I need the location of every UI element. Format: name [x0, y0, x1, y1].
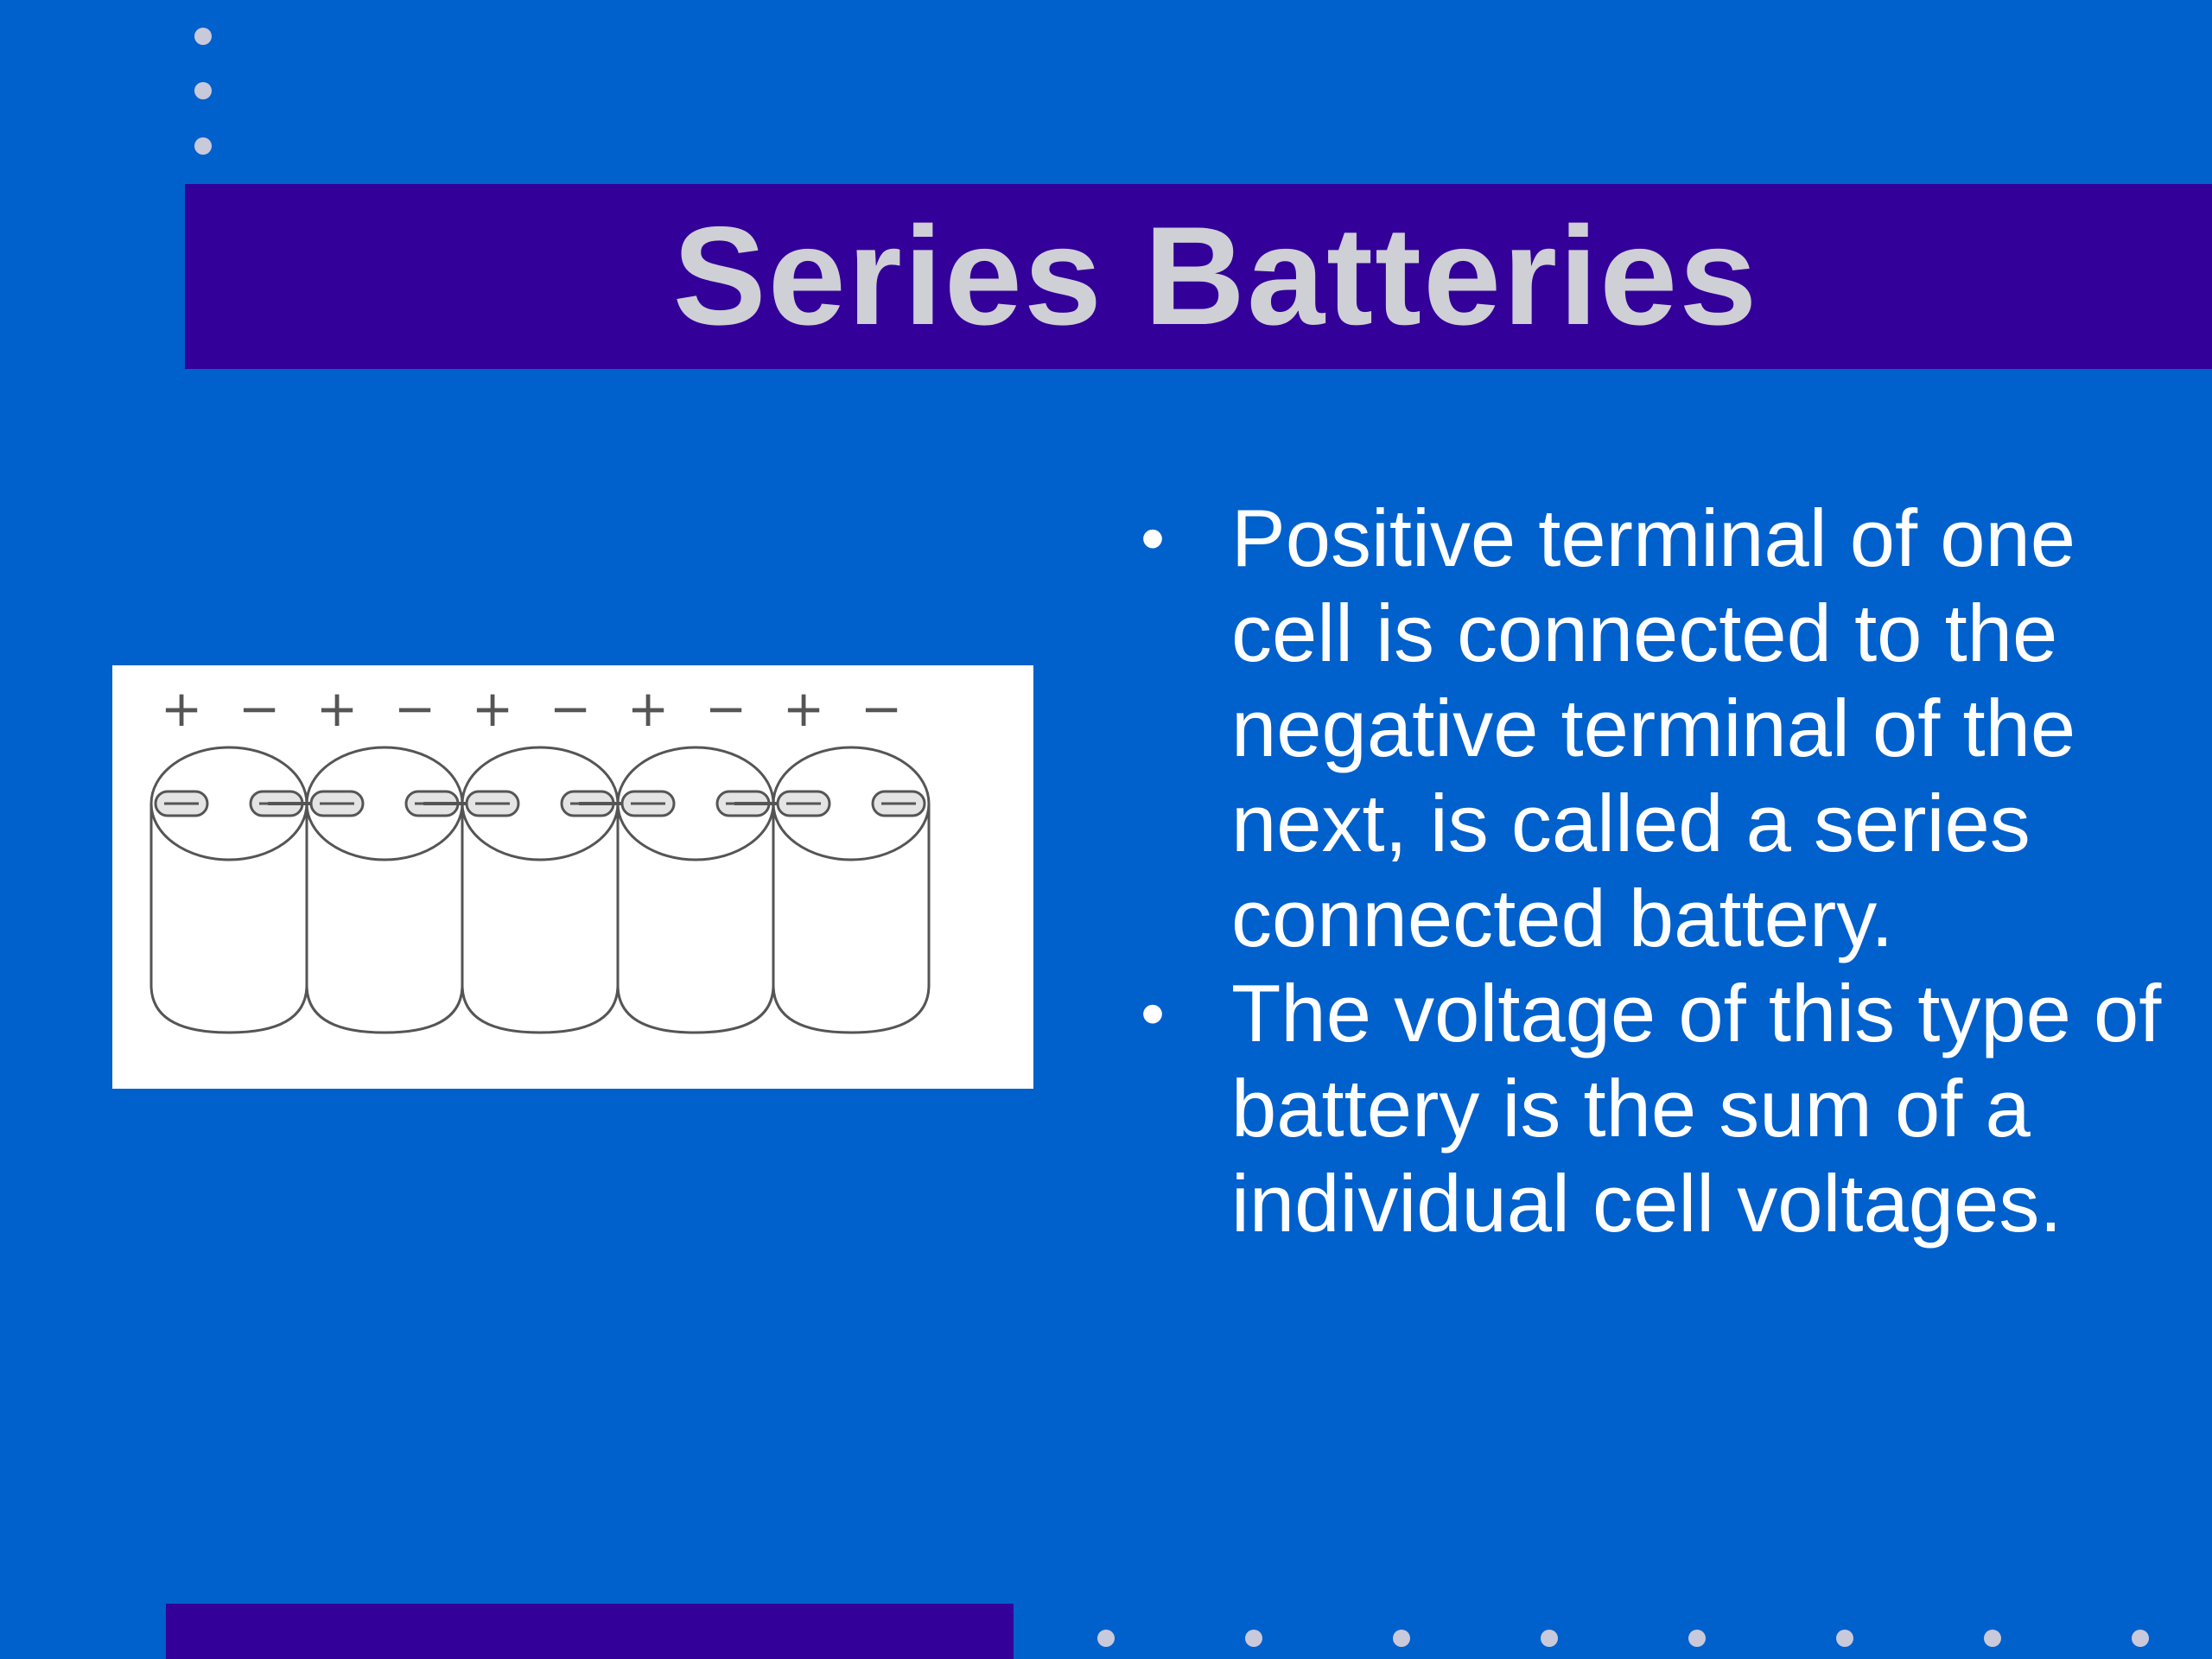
- slide-title: Series Batteries: [672, 198, 1759, 354]
- bullet-item: • The voltage of this type of battery is…: [1141, 966, 2177, 1251]
- plus-sign: +: [627, 679, 670, 738]
- battery-cell-body: [616, 804, 775, 1034]
- decor-dot: [1393, 1630, 1410, 1647]
- minus-sign: −: [394, 679, 436, 738]
- bullet-list: • Positive terminal of one cell is conne…: [1141, 491, 2177, 1251]
- bullet-text: The voltage of this type of battery is t…: [1231, 968, 2162, 1249]
- bullet-dot-icon: •: [1141, 975, 1166, 1052]
- decor-dot: [2132, 1630, 2149, 1647]
- series-battery-illustration: +−+−+−+−+−: [112, 665, 1033, 1089]
- decor-dot: [194, 82, 212, 99]
- decor-dot: [194, 28, 212, 45]
- battery-cell-body: [305, 804, 464, 1034]
- minus-sign: −: [238, 679, 281, 738]
- decor-dot: [1836, 1630, 1853, 1647]
- plus-sign: +: [783, 679, 825, 738]
- plus-sign: +: [316, 679, 359, 738]
- decor-dot: [1984, 1630, 2001, 1647]
- decor-dot: [1245, 1630, 1262, 1647]
- bullet-dot-icon: •: [1141, 499, 1166, 576]
- decor-dot: [1097, 1630, 1115, 1647]
- title-bar: Series Batteries: [185, 184, 2212, 369]
- battery-diagram: +−+−+−+−+−: [149, 679, 931, 1034]
- minus-sign: −: [861, 679, 903, 738]
- plus-sign: +: [472, 679, 514, 738]
- bottom-accent-bar: [166, 1604, 1014, 1659]
- decor-dot: [1541, 1630, 1558, 1647]
- decor-dot: [194, 137, 212, 155]
- minus-sign: −: [705, 679, 747, 738]
- battery-cell-body: [772, 804, 931, 1034]
- battery-cell-body: [461, 804, 620, 1034]
- bullet-text: Positive terminal of one cell is connect…: [1231, 493, 2076, 963]
- battery-cell-body: [149, 804, 308, 1034]
- decor-dot: [1688, 1630, 1706, 1647]
- bullet-item: • Positive terminal of one cell is conne…: [1141, 491, 2177, 966]
- minus-sign: −: [550, 679, 592, 738]
- plus-sign: +: [161, 679, 203, 738]
